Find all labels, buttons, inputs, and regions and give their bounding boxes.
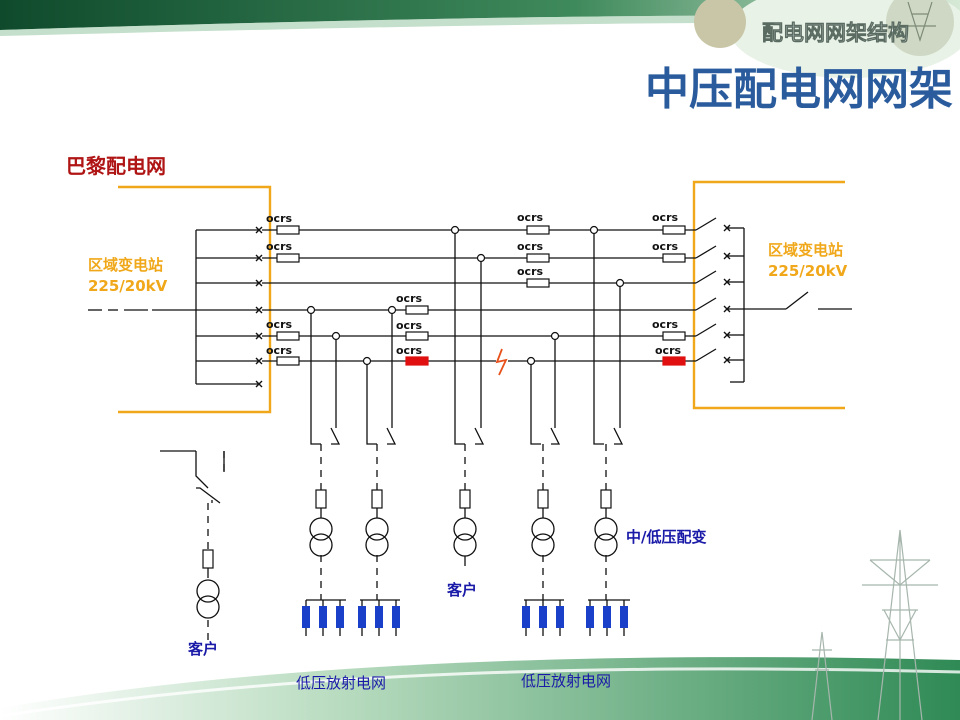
ocrs-label: ocrs <box>266 318 293 331</box>
rmu-connections <box>160 233 624 504</box>
fault-mark <box>495 348 508 376</box>
lv-feeder-groups <box>302 599 630 636</box>
fuse-links <box>207 508 607 578</box>
transformer-label: 中/低压配变 <box>626 528 706 546</box>
mv-feeders <box>262 229 696 362</box>
page-title: 中压配电网网架 <box>645 64 953 115</box>
lv-network-label-right: 低压放射电网 <box>521 672 611 690</box>
ocrs-device <box>276 225 300 235</box>
ocrs-device-open <box>662 356 686 366</box>
ocrs-label: ocrs <box>655 344 682 357</box>
ocrs-device <box>526 225 550 235</box>
ocrs-device <box>276 356 300 366</box>
left-breakers <box>255 226 263 388</box>
left-substation-box <box>118 185 272 414</box>
ocrs-label: ocrs <box>396 344 423 357</box>
header-photo-disc <box>694 0 746 48</box>
ocrs-devices <box>276 225 686 366</box>
power-tower-decoration <box>811 529 938 720</box>
ocrs-label: ocrs <box>517 265 544 278</box>
left-substation-voltage: 225/20kV <box>88 277 168 295</box>
ocrs-labels: ocrs ocrs ocrs ocrs ocrs ocrs ocrs ocrs … <box>266 211 682 357</box>
transformers <box>196 517 618 619</box>
ocrs-device <box>405 331 429 341</box>
section-title: 配电网网架结构 <box>762 21 909 45</box>
right-breakers <box>723 224 731 364</box>
ocrs-device <box>276 253 300 263</box>
lv-network-label-left: 低压放射电网 <box>296 674 386 692</box>
right-substation-name: 区域变电站 <box>768 241 843 259</box>
ocrs-device <box>526 253 550 263</box>
ocrs-label: ocrs <box>652 240 679 253</box>
ocrs-device <box>276 331 300 341</box>
footer-band <box>0 657 960 720</box>
tower-photo-disc <box>886 0 954 56</box>
right-substation-busbar <box>728 227 852 383</box>
ocrs-device <box>526 278 550 288</box>
customer-label-mid: 客户 <box>446 581 477 599</box>
ocrs-device-open <box>405 356 429 366</box>
fuses <box>202 489 612 569</box>
ocrs-label: ocrs <box>652 318 679 331</box>
ocrs-label: ocrs <box>396 319 423 332</box>
right-substation-box <box>692 180 845 410</box>
ocrs-label: ocrs <box>266 212 293 225</box>
customer-label-left: 客户 <box>187 640 218 658</box>
ocrs-label: ocrs <box>517 240 544 253</box>
right-substation-voltage: 225/20kV <box>768 262 848 280</box>
header-band <box>0 0 960 78</box>
network-title: 巴黎配电网 <box>66 154 166 178</box>
ocrs-label: ocrs <box>266 240 293 253</box>
right-feeder-switches <box>695 217 717 362</box>
junction-dots <box>306 225 625 366</box>
ocrs-label: ocrs <box>266 344 293 357</box>
ocrs-device <box>662 253 686 263</box>
ocrs-device <box>662 331 686 341</box>
ocrs-label: ocrs <box>517 211 544 224</box>
ocrs-label: ocrs <box>396 292 423 305</box>
left-substation-busbar <box>195 229 258 385</box>
ocrs-device <box>662 225 686 235</box>
ocrs-device <box>405 305 429 315</box>
dashed-drops <box>207 444 607 640</box>
left-substation-name: 区域变电站 <box>88 256 163 274</box>
ocrs-label: ocrs <box>652 211 679 224</box>
